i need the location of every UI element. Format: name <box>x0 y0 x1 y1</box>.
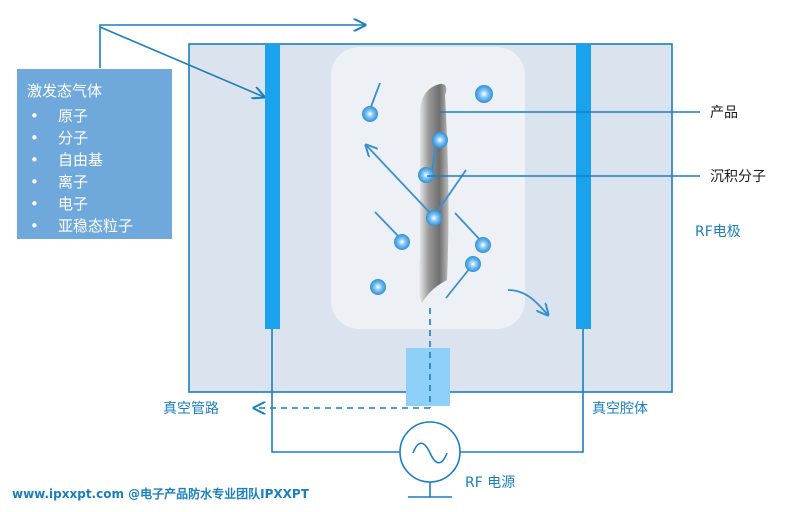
particle <box>418 167 434 183</box>
deposition-label: 沉积分子 <box>710 169 766 185</box>
particle <box>426 210 442 226</box>
particle <box>432 132 448 148</box>
particle <box>370 279 386 295</box>
footer-watermark: www.ipxxpt.com @电子产品防水专业团队IPXXPT <box>12 486 310 501</box>
left-electrode <box>265 44 280 329</box>
svg-text:•: • <box>30 217 39 235</box>
particles <box>362 82 548 315</box>
particle <box>465 256 481 272</box>
gas-to-electrode-arrow <box>99 26 264 97</box>
vacuum-pipe-label: 真空管路 <box>163 401 219 417</box>
svg-text:•: • <box>30 195 39 213</box>
panel-title: 激发态气体 <box>27 82 102 100</box>
panel-item: 亚稳态粒子 <box>58 217 133 235</box>
svg-text:•: • <box>30 151 39 169</box>
product-substrate <box>418 83 449 303</box>
panel-item: 分子 <box>58 129 88 147</box>
rf-wire-left <box>271 329 400 453</box>
particle <box>475 85 493 103</box>
particle <box>475 237 491 253</box>
panel-item: 自由基 <box>58 151 103 169</box>
particle <box>394 234 410 250</box>
svg-text:•: • <box>30 107 39 125</box>
panel-item: 离子 <box>58 173 88 191</box>
product-label: 产品 <box>710 105 738 121</box>
svg-text:•: • <box>30 173 39 191</box>
gas-inlet-arrow <box>99 25 365 68</box>
rf-source-label: RF 电源 <box>465 475 515 491</box>
vacuum-chamber-label: 真空腔体 <box>592 401 648 417</box>
rf-electrode-label: RF电极 <box>695 224 741 240</box>
panel-item-list: • 原子 • 分子 • 自由基 • 离子 • 电子 • 亚稳态粒子 <box>30 107 133 235</box>
particle <box>362 106 378 122</box>
rf-wire-right <box>460 329 584 453</box>
right-electrode <box>576 44 591 329</box>
panel-item: 原子 <box>58 107 88 125</box>
pump-port <box>406 348 450 406</box>
excited-gas-panel: 激发态气体 • 原子 • 分子 • 自由基 • 离子 • 电子 • 亚稳态粒子 <box>17 69 172 239</box>
sine-wave-icon <box>412 442 448 464</box>
svg-text:•: • <box>30 129 39 147</box>
panel-item: 电子 <box>58 195 88 213</box>
